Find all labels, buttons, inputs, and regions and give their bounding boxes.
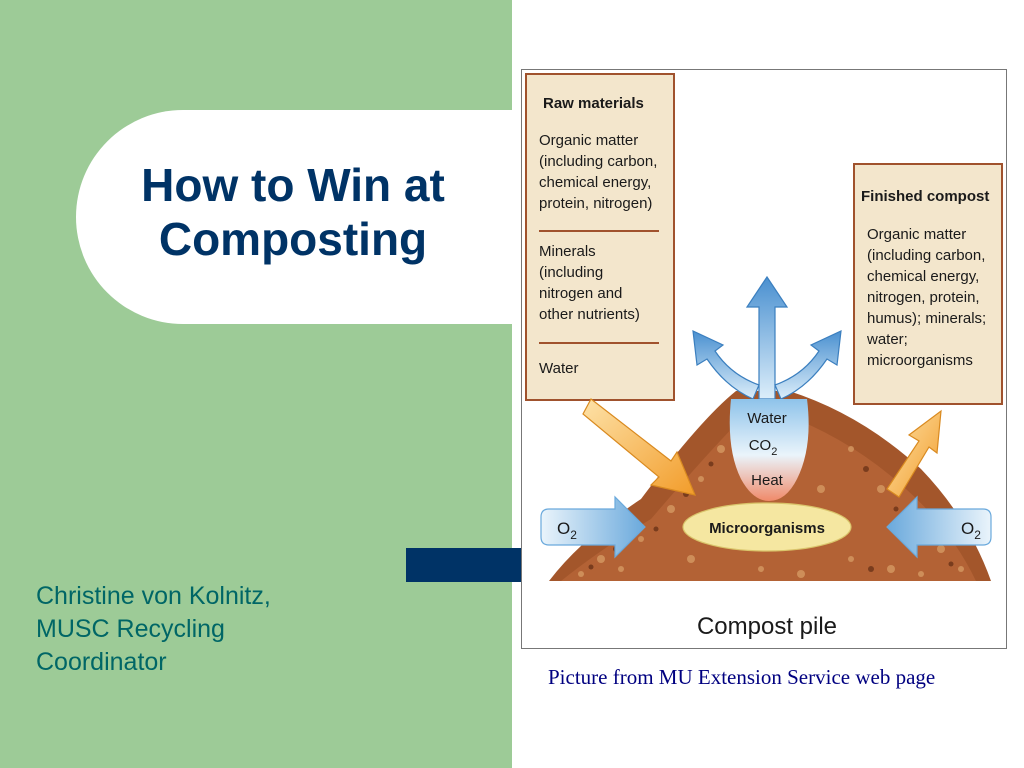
raw-organic-text: Organic matter (including carbon, chemic… [539,132,662,212]
center-water-label: Water [747,410,786,427]
oxygen-left-label: O2 [557,519,577,542]
author-credit: Christine von Kolnitz, MUSC Recycling Co… [36,582,271,676]
raw-water-text: Water [539,360,578,377]
raw-materials-heading: Raw materials [543,95,644,112]
heat-gas-bubble [729,399,809,501]
slide-title: How to Win at Composting [141,159,445,265]
center-co2-label: CO2 [749,437,778,458]
raw-materials-box: Raw materials Organic matter (including … [525,73,675,401]
compost-out-arrow-icon [886,409,942,498]
image-credit-caption: Picture from MU Extension Service web pa… [548,665,936,689]
raw-minerals-text: Minerals (including nitrogen and other n… [539,243,640,323]
oxygen-in-left-arrow-icon [540,495,646,559]
materials-in-arrow-icon [582,398,697,496]
accent-bar [406,548,522,582]
title-pill-background [76,110,512,324]
up-left-arrow-icon [692,330,760,400]
center-heat-label: Heat [751,472,784,489]
oxygen-right-label: O2 [961,519,981,542]
compost-diagram: Raw materials Organic matter (including … [521,69,1007,649]
up-right-arrow-icon [774,330,842,400]
oxygen-in-right-arrow-icon [886,495,992,559]
finished-compost-heading: Finished compost [861,188,989,205]
finished-compost-text: Organic matter (including carbon, chemic… [866,226,990,369]
compost-pile-label: Compost pile [697,613,837,640]
microorganisms-label: Microorganisms [709,520,825,537]
rising-gas-arrows [692,275,842,400]
up-arrow-icon [745,275,789,400]
microorganisms-blob [682,502,852,552]
finished-compost-box: Finished compost Organic matter (includi… [853,163,1003,405]
